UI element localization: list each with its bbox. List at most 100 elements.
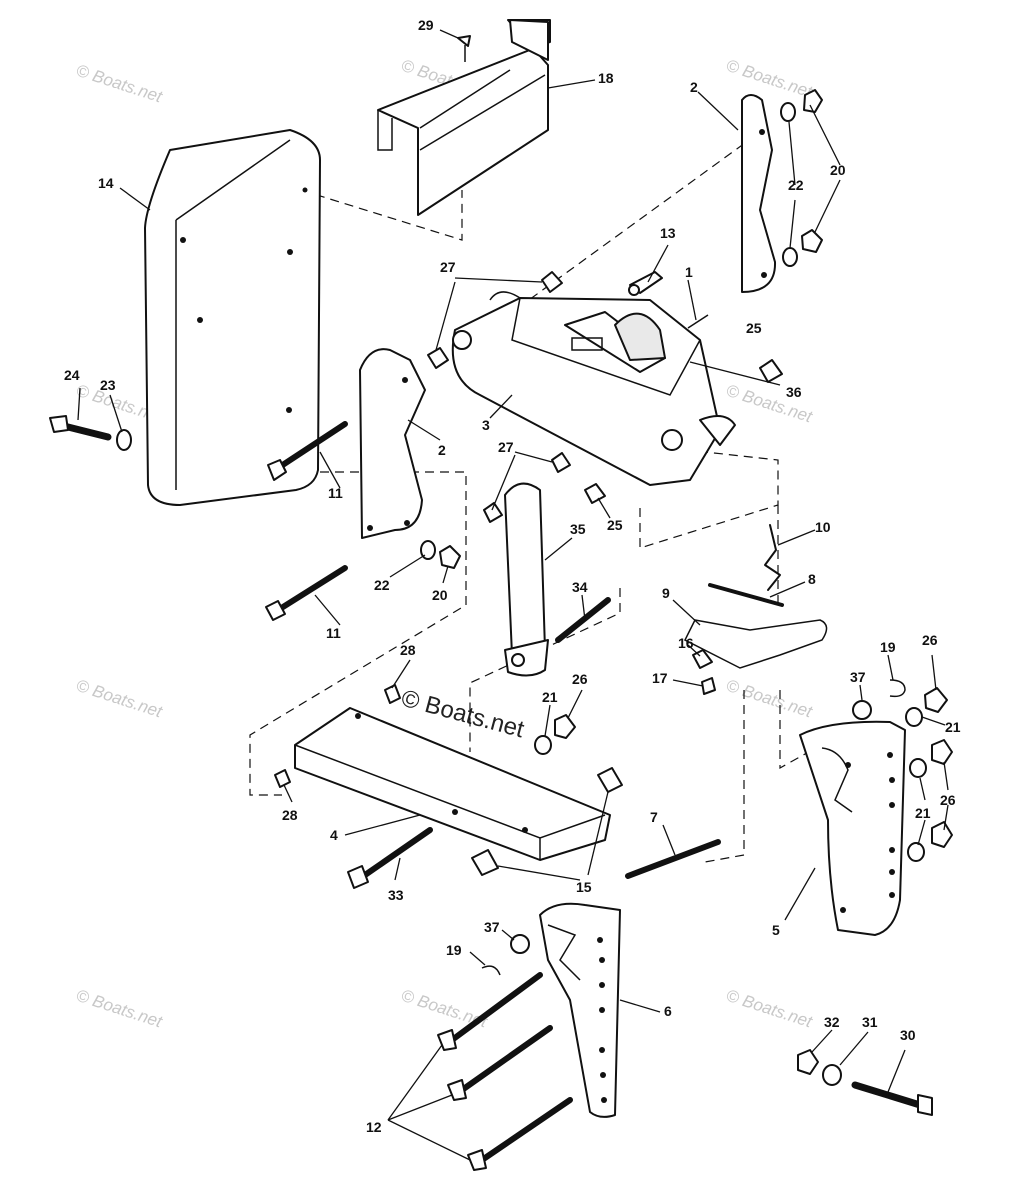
callout-5: 5 — [772, 922, 780, 938]
callout-21: 21 — [542, 689, 558, 705]
part-21-washer — [909, 758, 927, 778]
watermark: © Boats.net — [74, 676, 166, 722]
part-11-bolts — [265, 421, 348, 621]
callout-19: 19 — [880, 639, 896, 655]
part-10-lever — [764, 524, 781, 591]
part-15-bushing — [471, 849, 499, 876]
part-9-wire-link — [683, 619, 828, 669]
callout-26: 26 — [922, 632, 938, 648]
callout-11: 11 — [326, 625, 341, 641]
callout-2: 2 — [438, 442, 446, 458]
part-3-swivel-bracket — [451, 291, 736, 486]
part-27-bushing — [427, 347, 449, 369]
part-37-washer — [510, 934, 530, 954]
watermark: © Boats.net — [724, 676, 816, 722]
callout-16: 16 — [678, 635, 694, 651]
center-watermark: © Boats.net — [398, 685, 527, 744]
callout-21: 21 — [945, 719, 961, 735]
callout-27: 27 — [498, 439, 514, 455]
callout-35: 35 — [570, 521, 586, 537]
callout-32: 32 — [824, 1014, 840, 1030]
part-28-fitting — [384, 684, 401, 704]
part-22-washer — [420, 540, 436, 560]
callout-14: 14 — [98, 175, 114, 191]
callout-23: 23 — [100, 377, 116, 393]
part-30-bolt — [851, 1081, 933, 1116]
callout-25: 25 — [607, 517, 623, 533]
watermark: © Boats.net — [724, 56, 816, 102]
part-19-clip — [481, 965, 501, 976]
part-15-bushing — [597, 767, 623, 793]
callout-26: 26 — [572, 671, 588, 687]
callout-24: 24 — [64, 367, 80, 383]
part-20-nut — [439, 545, 461, 569]
part-36-decal — [571, 337, 603, 351]
callout-19: 19 — [446, 942, 462, 958]
callout-18: 18 — [598, 70, 614, 86]
callout-20: 20 — [830, 162, 846, 178]
callout-31: 31 — [862, 1014, 878, 1030]
part-29-screw — [457, 35, 471, 47]
callout-28: 28 — [400, 642, 416, 658]
callout-21: 21 — [915, 805, 931, 821]
callout-9: 9 — [662, 585, 670, 601]
callout-11: 11 — [328, 485, 343, 501]
callout-36: 36 — [786, 384, 802, 400]
callout-1: 1 — [685, 264, 693, 280]
callout-22: 22 — [788, 177, 804, 193]
callout-3: 3 — [482, 417, 490, 433]
part-18-bracket — [377, 19, 551, 216]
callout-34: 34 — [572, 579, 588, 595]
part-28-fitting — [274, 769, 291, 788]
part-21-washer — [905, 707, 923, 727]
part-6-bracket — [539, 902, 621, 1118]
callout-30: 30 — [900, 1027, 916, 1043]
callout-10: 10 — [815, 519, 831, 535]
part-24-bolt — [49, 415, 112, 441]
callout-6: 6 — [664, 1003, 672, 1019]
callout-29: 29 — [418, 17, 434, 33]
part-4-crossbar — [294, 707, 611, 861]
part-7-shaft — [625, 839, 721, 879]
part-22-washer — [782, 247, 798, 267]
part-26-nut — [931, 739, 953, 765]
part-31-washer — [822, 1064, 842, 1086]
part-23-washer — [116, 429, 132, 451]
part-27-bushing — [541, 271, 563, 293]
callout-2: 2 — [690, 79, 698, 95]
part-22-washer — [780, 102, 796, 122]
part-21-washer — [907, 842, 925, 862]
callout-17: 17 — [652, 670, 668, 686]
part-1-cotter-pin — [687, 314, 709, 329]
callout-28: 28 — [282, 807, 298, 823]
part-35-cylinder — [504, 482, 549, 677]
part-32-nut — [797, 1049, 819, 1075]
watermark: © Boats.net — [724, 986, 816, 1032]
callout-20: 20 — [432, 587, 448, 603]
callout-12: 12 — [366, 1119, 382, 1135]
part-27-bushing — [483, 502, 503, 523]
part-21-washer — [534, 735, 552, 755]
part-25-bushing — [584, 483, 606, 504]
callout-27: 27 — [440, 259, 456, 275]
leader-lines — [77, 29, 949, 1161]
callout-26: 26 — [940, 792, 956, 808]
part-13-pin — [628, 271, 663, 296]
part-17-screw — [701, 677, 716, 695]
callout-13: 13 — [660, 225, 676, 241]
part-20-nut — [803, 89, 823, 113]
callout-37: 37 — [484, 919, 500, 935]
part-2-link-top — [741, 94, 777, 293]
part-33-bolt — [362, 827, 433, 878]
callout-8: 8 — [808, 571, 816, 587]
part-25-bushing — [759, 359, 783, 383]
part-14-plate — [144, 129, 321, 506]
part-19-clip — [889, 679, 906, 698]
part-26-nut — [924, 687, 948, 713]
callout-33: 33 — [388, 887, 404, 903]
callout-22: 22 — [374, 577, 390, 593]
part-37-washer — [852, 700, 872, 720]
part-26-nut — [931, 821, 953, 848]
watermark: © Boats.net — [724, 381, 816, 427]
